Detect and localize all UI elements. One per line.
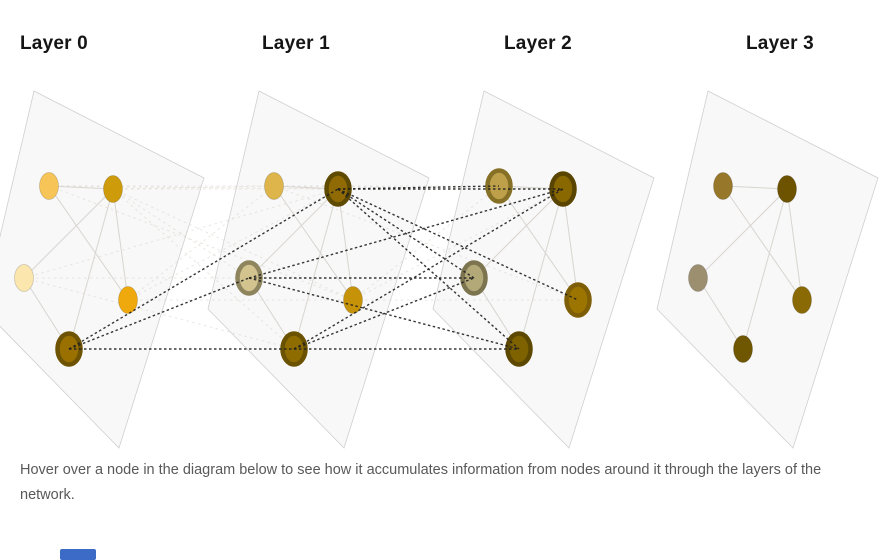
layer-0-edge [48,185,114,190]
node-layer3-2[interactable] [688,264,708,292]
node-layer0-2[interactable] [14,264,34,292]
faint-connection [23,188,339,279]
layer-2-edge [473,188,564,279]
layer-0-edge [48,185,129,301]
layer-1-edge [273,185,354,301]
layer-1-title: Layer 1 [262,33,330,54]
layer-3-edge [722,185,788,190]
hover-instruction-text: Hover over a node in the diagram below t… [20,462,822,503]
layer-2-title: Layer 2 [504,33,572,54]
node-layer1-0[interactable] [264,172,284,200]
layer-1-edge [337,188,354,301]
faint-connection [48,185,339,190]
highlighted-connection [293,188,564,350]
layer-0-edge [68,188,114,350]
node-layer0-0[interactable] [39,172,59,200]
highlighted-connection [248,188,564,279]
layer-3-edge [742,188,788,350]
highlighted-connection [337,188,475,279]
layer-1-plane [207,90,430,449]
highlighted-connection [248,277,520,350]
horizontal-scrollbar-thumb[interactable] [60,549,96,560]
layer-1-edge [248,188,339,279]
highlighted-connection [337,188,579,301]
highlighted-connection [68,277,250,350]
faint-connection [48,185,354,301]
highlighted-connection [68,188,339,350]
node-layer3-1[interactable] [777,175,797,203]
layer-3-edge [722,185,803,301]
layer-3-plane [656,90,879,449]
layer-2-edge [518,188,564,350]
faint-connection [352,185,500,301]
faint-connection [112,185,275,190]
node-layer2-2[interactable] [460,260,488,296]
node-layer2-3[interactable] [564,282,592,318]
node-layer3-3[interactable] [792,286,812,314]
layer-0-edge [112,188,129,301]
highlighted-connection [293,277,475,350]
layer-3-title: Layer 3 [746,33,814,54]
node-layer0-3[interactable] [118,286,138,314]
layer-0-edge [23,188,114,279]
layer-1-edge [293,188,339,350]
node-layer3-4[interactable] [733,335,753,363]
faint-connection [273,185,579,301]
layer-3-edge [697,277,744,350]
faint-connection [127,185,275,301]
layer-0-title: Layer 0 [20,33,88,54]
node-layer3-0[interactable] [713,172,733,200]
layer-3-edge [786,188,803,301]
layer-3-edge [697,188,788,279]
node-layer0-1[interactable] [103,175,123,203]
faint-connection [112,188,354,301]
layer-2-edge [562,188,579,301]
layer-2-edge [498,185,579,301]
